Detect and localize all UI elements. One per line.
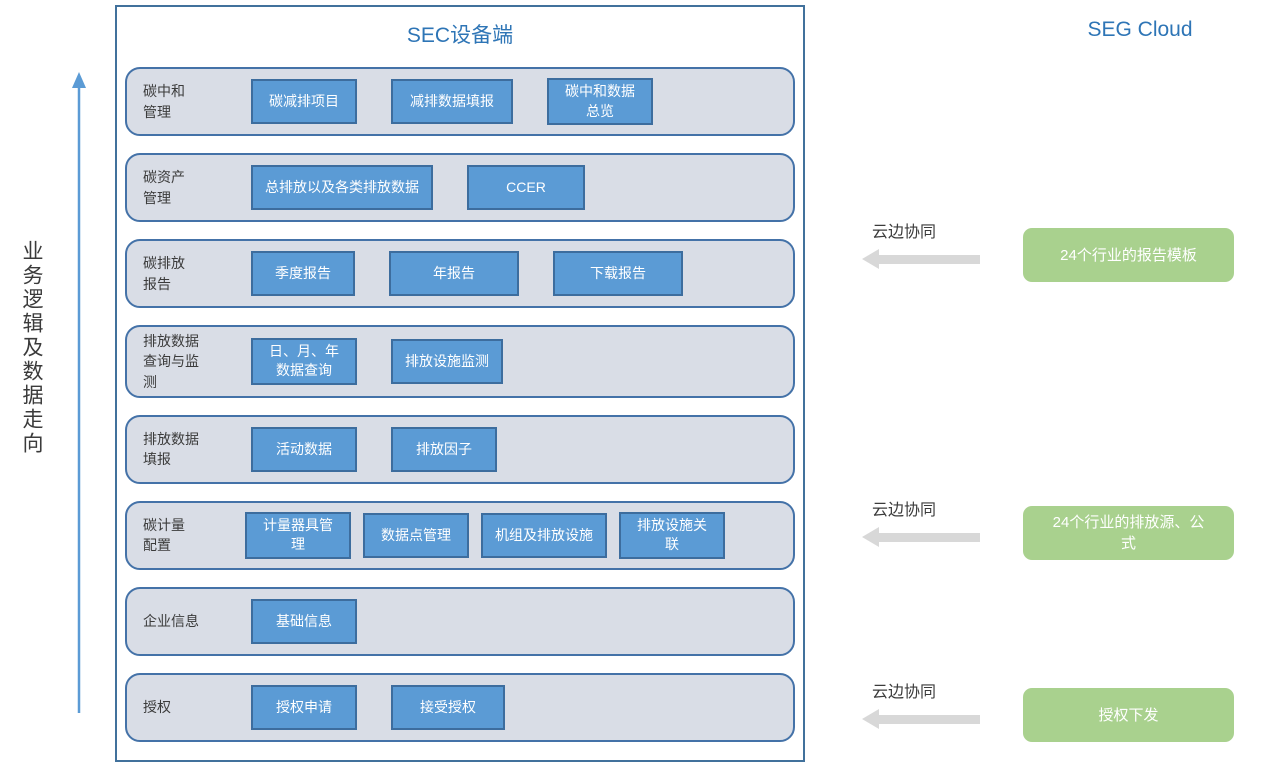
module-block: 日、月、年 数据查询 [251, 337, 357, 386]
module-label: 碳排放 报告 [143, 255, 185, 292]
module-label: 企业信息 [143, 613, 199, 630]
module-row-emission-data-query-monitor: 排放数据 查询与监 测 日、月、年 数据查询 排放设施监测 [125, 325, 795, 398]
module-rows: 碳中和 管理 碳减排项目 减排数据填报 碳中和数据 总览 碳资产 管理 总排放以… [117, 67, 803, 742]
sec-panel-title: SEC设备端 [406, 24, 514, 47]
cloud-edge-collab-label: 云边协同 [872, 502, 937, 519]
flow-up-arrow-icon [72, 72, 86, 713]
module-block: 季度报告 [251, 251, 355, 296]
left-arrow-icon [862, 527, 980, 547]
module-block: 碳减排项目 [251, 79, 357, 124]
module-block: 年报告 [389, 251, 519, 296]
cloud-node-report-templates: 24个行业的报告模板 [1023, 228, 1234, 282]
module-row-enterprise-info: 企业信息 基础信息 [125, 586, 795, 656]
left-arrow-icon [862, 249, 980, 269]
module-block: 减排数据填报 [391, 79, 513, 124]
flow-direction-label: 业务逻辑及数据走向 [20, 240, 43, 456]
arrow-head [862, 527, 879, 547]
module-block: 接受授权 [391, 684, 505, 730]
left-arrow-icon [862, 709, 980, 729]
cloud-node-emission-sources: 24个行业的排放源、公 式 [1023, 506, 1234, 560]
module-block: 碳中和数据 总览 [547, 77, 653, 126]
module-block: 活动数据 [251, 426, 357, 472]
cloud-edge-link-authorization: 云边协同 授权下发 [862, 678, 1237, 752]
arrow-head [862, 249, 879, 269]
module-block: 排放设施监测 [391, 338, 503, 384]
seg-cloud-title: SEG Cloud [1087, 18, 1193, 41]
module-block: 授权申请 [251, 684, 357, 730]
arrow-head [862, 709, 879, 729]
module-block: 数据点管理 [363, 512, 469, 558]
module-row-carbon-neutral-mgmt: 碳中和 管理 碳减排项目 减排数据填报 碳中和数据 总览 [125, 67, 795, 136]
module-row-carbon-asset-mgmt: 碳资产 管理 总排放以及各类排放数据 CCER [125, 153, 795, 222]
module-label: 排放数据 查询与监 测 [143, 333, 199, 390]
module-block: 排放设施关 联 [619, 511, 725, 559]
cloud-edge-collab-label: 云边协同 [872, 684, 937, 701]
module-label: 授权 [143, 699, 171, 716]
module-block: CCER [467, 165, 585, 210]
sec-device-panel: SEC设备端 碳中和 管理 碳减排项目 减排数据填报 碳中和数据 总览 碳资产 … [115, 5, 805, 762]
module-block: 基础信息 [251, 598, 357, 644]
module-label: 碳中和 管理 [143, 83, 185, 120]
cloud-edge-link-emission-sources: 云边协同 24个行业的排放源、公 式 [862, 496, 1237, 570]
module-block: 总排放以及各类排放数据 [251, 165, 433, 210]
arrow-shaft [879, 532, 980, 542]
module-label: 排放数据 填报 [143, 431, 199, 468]
module-label: 碳资产 管理 [143, 169, 185, 206]
module-row-authorization: 授权 授权申请 接受授权 [125, 672, 795, 742]
module-row-carbon-emission-report: 碳排放 报告 季度报告 年报告 下载报告 [125, 239, 795, 308]
module-block: 机组及排放设施 [481, 512, 607, 558]
module-block: 计量器具管 理 [245, 511, 351, 559]
arrow-shaft [879, 254, 980, 264]
cloud-edge-link-report-templates: 云边协同 24个行业的报告模板 [862, 218, 1237, 292]
cloud-edge-collab-label: 云边协同 [872, 224, 937, 241]
module-row-carbon-metering-config: 碳计量 配置 计量器具管 理 数据点管理 机组及排放设施 排放设施关 联 [125, 500, 795, 570]
module-row-emission-data-filling: 排放数据 填报 活动数据 排放因子 [125, 414, 795, 484]
module-block: 排放因子 [391, 426, 497, 472]
module-label: 碳计量 配置 [143, 517, 185, 554]
cloud-node-authorization: 授权下发 [1023, 688, 1234, 742]
module-block: 下载报告 [553, 251, 683, 296]
arrow-shaft [879, 714, 980, 724]
